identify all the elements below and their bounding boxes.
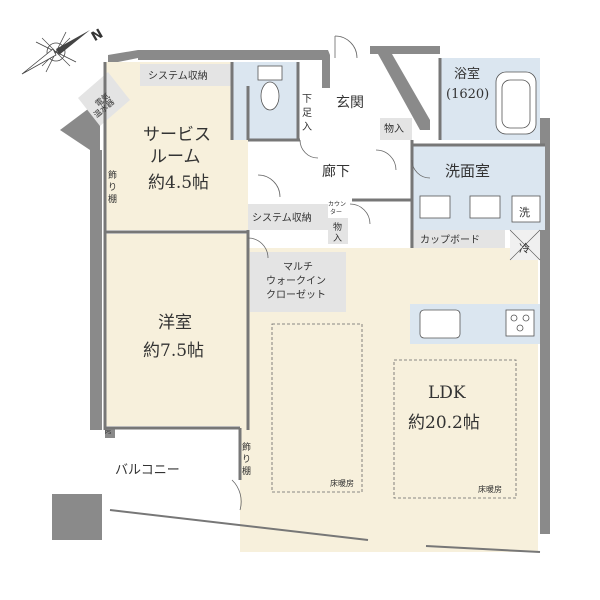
floor-heat-label-2: 床暖房 bbox=[478, 484, 502, 494]
shelf-bottom-label-2: り bbox=[242, 454, 251, 465]
mono-mid-area bbox=[328, 218, 348, 244]
shelf-left-label-3: 棚 bbox=[108, 193, 117, 205]
service-room-area-label: 約4.5帖 bbox=[148, 173, 209, 193]
ps-label: PS bbox=[105, 430, 111, 436]
entrance-label: 玄関 bbox=[336, 94, 364, 111]
fridge-icon bbox=[509, 229, 541, 261]
fridge-label: 冷 bbox=[519, 242, 530, 255]
service-room-area bbox=[105, 62, 248, 230]
ldk-area-label: 約20.2帖 bbox=[408, 413, 480, 433]
shoe-label-1: 下 bbox=[302, 94, 312, 105]
wic-label-2: ウォークイン bbox=[266, 275, 326, 287]
western-room-area bbox=[105, 234, 248, 426]
balcony-label: バルコニー bbox=[115, 463, 180, 478]
cupboard-area bbox=[410, 230, 505, 248]
interior-walls bbox=[103, 58, 545, 553]
toilet-icon bbox=[257, 65, 283, 111]
shelf-bottom-label-1: 飾 bbox=[242, 441, 251, 453]
compass-icon bbox=[21, 30, 90, 75]
bath-label: 浴室 bbox=[454, 66, 480, 82]
shoe-label-2: 足 bbox=[302, 107, 312, 119]
kitchen-sink-icon bbox=[419, 309, 535, 339]
western-room-area-label: 約7.5帖 bbox=[143, 341, 204, 361]
ldk-label: LDK bbox=[428, 383, 466, 403]
storage-top-area bbox=[140, 64, 232, 86]
shelf-bottom-label-3: 棚 bbox=[242, 465, 251, 477]
compass-north-label: N bbox=[89, 26, 106, 44]
corridor-area bbox=[248, 140, 412, 200]
cupboard-label: カップボード bbox=[420, 234, 480, 246]
mono-mid-label-1: 物 bbox=[333, 221, 342, 233]
floor-heating-regions bbox=[271, 323, 517, 499]
wic-label-3: クローゼット bbox=[266, 289, 326, 301]
bath-size-label: (1620) bbox=[446, 87, 489, 102]
sink-icon bbox=[419, 195, 541, 223]
counter-label-2: ター bbox=[330, 208, 342, 216]
storage-mid-label: システム収納 bbox=[252, 211, 312, 224]
room-labels: サービス ルーム 約4.5帖 洋室 約7.5帖 LDK 約20.2帖 浴室 (1… bbox=[91, 66, 530, 494]
western-room-label: 洋室 bbox=[158, 313, 192, 333]
service-room-label-2: ルーム bbox=[150, 147, 201, 167]
wic-area bbox=[250, 252, 346, 312]
washer-label: 洗 bbox=[519, 206, 530, 219]
shelf-left-label-1: 飾 bbox=[108, 169, 117, 181]
wic-label-1: マルチ bbox=[283, 261, 313, 273]
service-room-label-1: サービス bbox=[143, 125, 211, 145]
mono-top-label: 物入 bbox=[384, 122, 404, 135]
doors bbox=[231, 35, 431, 511]
mono-mid-label-2: 入 bbox=[333, 233, 342, 244]
corridor-label: 廊下 bbox=[322, 163, 350, 180]
bathtub-icon bbox=[495, 71, 537, 135]
shoe-label-3: 入 bbox=[302, 122, 312, 133]
mono-top-area bbox=[380, 118, 412, 140]
washroom-label: 洗面室 bbox=[445, 162, 490, 180]
floor-heat-label-1: 床暖房 bbox=[330, 478, 354, 488]
storage-top-label: システム収納 bbox=[148, 69, 208, 82]
counter-label-1: カウン bbox=[328, 200, 346, 208]
storage-mid-area bbox=[248, 204, 328, 230]
shelf-left-label-2: り bbox=[108, 182, 117, 193]
